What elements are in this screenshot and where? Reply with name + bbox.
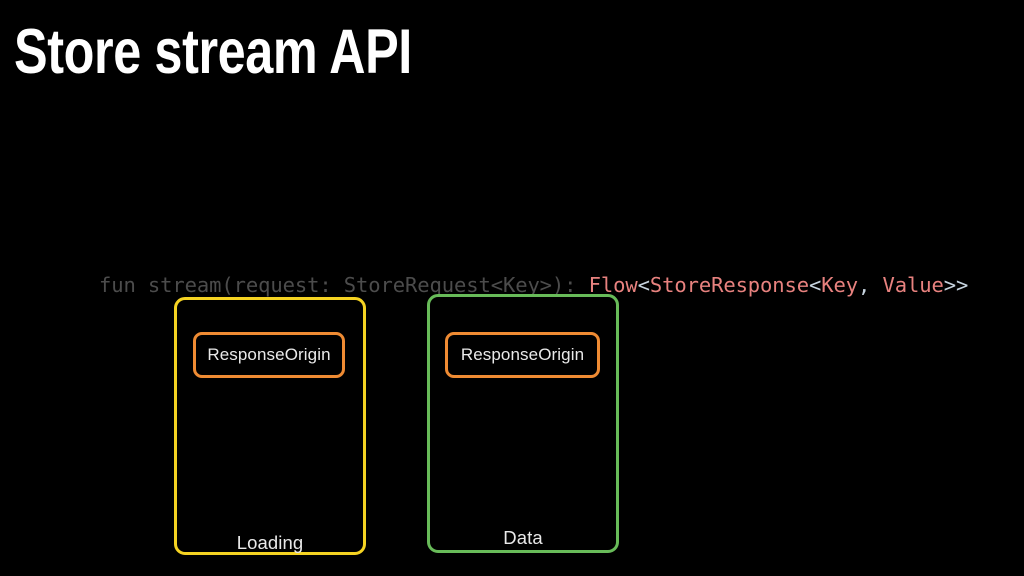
code-token-flow: Flow [588,273,638,297]
code-token-angle-close: >> [943,273,969,297]
response-origin-chip-data: ResponseOrigin [445,332,600,378]
state-label-data: Data [503,527,543,548]
code-token-value: Value [882,273,944,297]
code-token-angle-open-2: < [809,273,822,297]
state-box-data [427,294,619,553]
response-origin-chip-loading: ResponseOrigin [193,332,345,378]
response-origin-chip-label: ResponseOrigin [460,345,585,364]
code-signature: fun stream(request: StoreRequest<Key>): … [50,246,968,324]
page-title: Store stream API [14,17,412,87]
code-token-key: Key [821,273,859,297]
code-token-angle-open-1: < [637,273,650,297]
state-box-loading [174,297,366,555]
state-label-loading: Loading [236,532,304,553]
code-token-declaration: fun stream(request: StoreRequest<Key>): [98,273,589,297]
code-token-comma: , [858,273,883,297]
response-origin-chip-label: ResponseOrigin [207,345,331,364]
code-token-storeresponse: StoreResponse [649,273,810,297]
